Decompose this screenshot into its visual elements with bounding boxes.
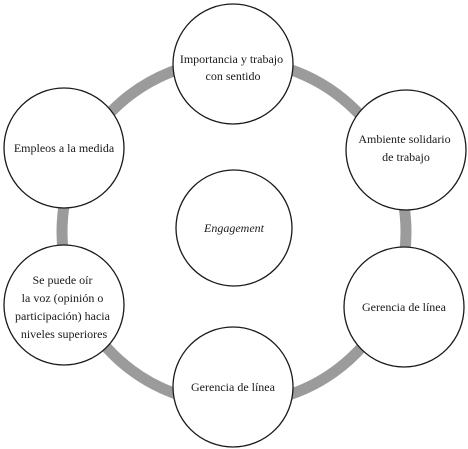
node-importancia-circle <box>172 3 294 125</box>
node-gerencia-derecha-line-1: Gerencia de línea <box>362 300 447 314</box>
node-ambiente: Ambiente solidario de trabajo <box>345 89 467 211</box>
node-voz-line-4: niveles superiores <box>21 327 108 341</box>
svg-text:Gerencia de línea: Gerencia de línea <box>191 380 276 394</box>
svg-text:Empleos a la medida: Empleos a la medida <box>14 141 115 155</box>
node-ambiente-circle <box>345 89 467 211</box>
node-voz-circle <box>3 244 125 366</box>
svg-text:Ambiente solidario de tr: Ambiente solidario de trabajo <box>358 132 453 164</box>
center-node-circle <box>175 169 293 287</box>
node-gerencia-derecha: Gerencia de línea <box>343 246 465 368</box>
node-gerencia-derecha-circle <box>343 246 465 368</box>
node-gerencia-abajo-circle <box>172 326 294 448</box>
node-empleos-line-1: Empleos a la medida <box>14 141 115 155</box>
node-ambiente-line-1: Ambiente solidario <box>358 132 450 146</box>
node-voz-line-3: participación) hacia <box>15 309 111 323</box>
node-voz-line-1: Se puede oír <box>33 273 93 287</box>
svg-text:Gerencia de línea: Gerencia de línea <box>362 300 447 314</box>
node-voz-line-2: la voz (opinión o <box>22 291 104 305</box>
node-ambiente-line-2: de trabajo <box>382 150 430 164</box>
node-gerencia-abajo-line-1: Gerencia de línea <box>191 380 276 394</box>
node-empleos-circle <box>3 87 125 209</box>
node-importancia: Importancia y trabajo con sentido <box>172 3 294 125</box>
svg-text:Importancia y trabajo co: Importancia y trabajo con sentido <box>180 52 286 83</box>
svg-text:Se puede oír la voz (opi: Se puede oír la voz (opinión o participa… <box>15 273 113 341</box>
node-importancia-line-2: con sentido <box>206 69 261 83</box>
node-empleos: Empleos a la medida <box>3 87 125 209</box>
center-node: Engagement <box>175 169 293 287</box>
center-node-label: Engagement <box>203 221 265 235</box>
node-voz: Se puede oír la voz (opinión o participa… <box>3 244 125 366</box>
node-gerencia-abajo: Gerencia de línea <box>172 326 294 448</box>
node-importancia-line-1: Importancia y trabajo <box>180 52 283 66</box>
